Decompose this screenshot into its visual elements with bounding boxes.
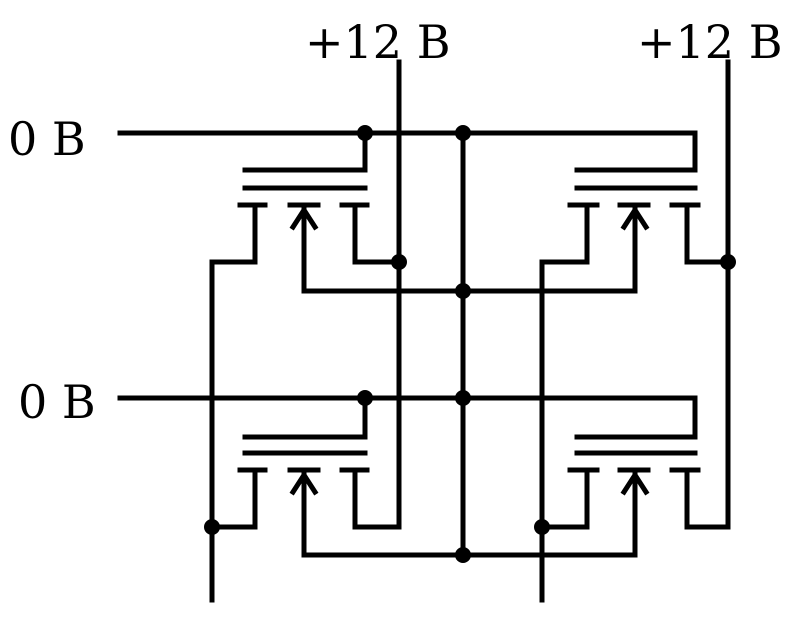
gate-stub-top-left (242, 130, 368, 173)
junction-dot (204, 519, 220, 535)
gate-stub-bottom-left (242, 395, 368, 440)
junction-dot (357, 125, 373, 141)
transistor-top-right (539, 185, 731, 603)
supply-label-right: +12 B (637, 15, 783, 69)
junction-dot (534, 519, 550, 535)
junction-dot (455, 125, 471, 141)
gate-line-top (117, 130, 698, 173)
junction-dot (720, 254, 736, 270)
junction-dot (455, 547, 471, 563)
supply-label-left: +12 B (305, 15, 451, 69)
supply-rail-left (352, 59, 402, 530)
junction-dots (204, 125, 736, 563)
gate-line-bottom (117, 395, 698, 440)
supply-rail-right (684, 59, 731, 530)
junction-dot (455, 283, 471, 299)
junction-dot (357, 390, 373, 406)
ground-label-bottom: 0 B (18, 375, 96, 429)
transistor-top-left (209, 185, 638, 603)
junction-dot (455, 390, 471, 406)
junction-dot (391, 254, 407, 270)
transistor-bottom-right (539, 450, 701, 530)
ground-label-top: 0 B (8, 112, 86, 166)
